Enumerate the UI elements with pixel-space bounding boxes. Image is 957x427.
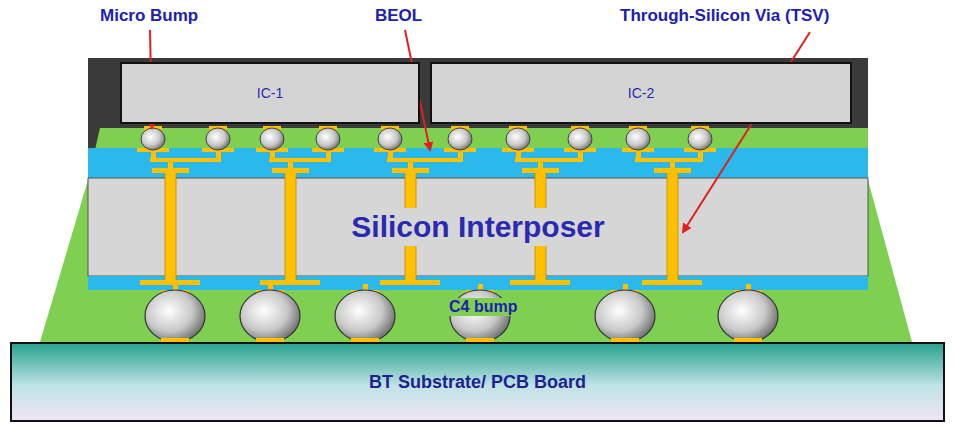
micro-bump	[141, 128, 165, 150]
substrate-board: BT Substrate/ PCB Board	[10, 342, 945, 422]
beol-via	[168, 160, 173, 169]
c4-bump	[595, 290, 655, 342]
micro-bump	[626, 128, 650, 150]
c4-bump	[240, 290, 300, 342]
c4-bump	[145, 290, 205, 342]
micro-bump	[506, 128, 530, 150]
tsv	[667, 170, 678, 282]
micro-bump	[260, 128, 284, 150]
node-label: IC-1	[257, 85, 283, 101]
part-label: C4 bump	[446, 298, 520, 316]
beol-via	[408, 160, 413, 169]
micro-bump	[316, 128, 340, 150]
beol-via	[538, 160, 543, 169]
beol-via	[670, 160, 675, 169]
beol-wire	[407, 158, 463, 162]
tsv	[165, 170, 176, 282]
beol-wire	[167, 158, 221, 162]
beol-wire	[537, 158, 583, 162]
tsv-pad	[380, 280, 440, 285]
part-label: Through-Silicon Via (TSV)	[620, 6, 829, 26]
beol-via	[670, 160, 675, 169]
silicon-interposer: Silicon Interposer	[88, 182, 868, 272]
ic-die: IC-2	[430, 62, 852, 124]
ic-die: IC-1	[120, 62, 420, 124]
node-label: Silicon Interposer	[343, 208, 612, 246]
micro-bump	[206, 128, 230, 150]
micro-bump	[688, 128, 712, 150]
beol-via	[288, 160, 293, 169]
tsv-pad	[140, 280, 200, 285]
node-label: BT Substrate/ PCB Board	[369, 372, 586, 393]
micro-bump	[448, 128, 472, 150]
c4-bump	[718, 290, 778, 342]
micro-bump	[568, 128, 592, 150]
part-label: Micro Bump	[100, 6, 198, 26]
tsv	[285, 170, 296, 282]
c4-bump	[335, 290, 395, 342]
tsv-pad	[510, 280, 570, 285]
tsv-pad	[642, 280, 702, 285]
micro-bump	[378, 128, 402, 150]
beol-via	[168, 160, 173, 169]
beol-via	[408, 160, 413, 169]
node-label: IC-2	[628, 85, 654, 101]
beol-via	[538, 160, 543, 169]
beol-wire	[287, 158, 331, 162]
beol-via	[288, 160, 293, 169]
part-label: BEOL	[375, 6, 422, 26]
